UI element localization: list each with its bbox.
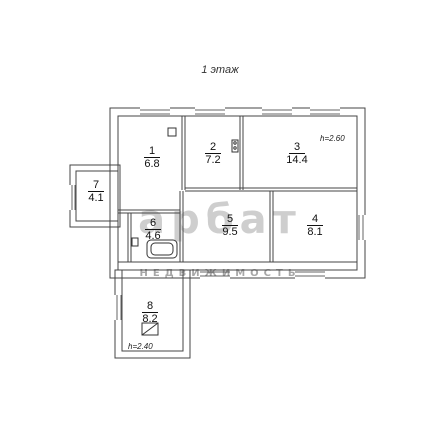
room-4-area: 8.1 (307, 226, 323, 238)
room-7-area: 4.1 (88, 192, 104, 204)
room-4-number: 4 (311, 213, 319, 225)
interior-walls (118, 116, 357, 263)
boiler-icon (167, 127, 177, 137)
room-1-number: 1 (148, 145, 156, 157)
room-8-height: h=2.40 (128, 342, 153, 351)
room-3-height: h=2.60 (320, 134, 345, 143)
room-8-area: 8.2 (142, 313, 158, 325)
room-3-number: 3 (293, 141, 301, 153)
room-1-area: 6.8 (144, 158, 160, 170)
room-5-number: 5 (226, 213, 234, 225)
watermark-sub: НЕДВИЖИМОСТЬ (139, 268, 301, 279)
floor-title: 1 этаж (201, 64, 239, 76)
bathtub-icon (146, 239, 178, 259)
room-8-number: 8 (146, 300, 154, 312)
windows (68, 106, 367, 320)
room-2-area: 7.2 (205, 154, 221, 166)
room-5-area: 9.5 (222, 226, 238, 238)
watermark-main: арбат (138, 197, 302, 243)
room-6-number: 6 (149, 217, 157, 229)
hatch-icon (141, 322, 159, 336)
stove-icon (231, 139, 239, 153)
toilet-icon (131, 237, 139, 247)
room-7-number: 7 (92, 179, 100, 191)
room-3-area: 14.4 (286, 154, 308, 166)
room-2-number: 2 (209, 141, 217, 153)
room-6-area: 4.6 (145, 230, 161, 242)
